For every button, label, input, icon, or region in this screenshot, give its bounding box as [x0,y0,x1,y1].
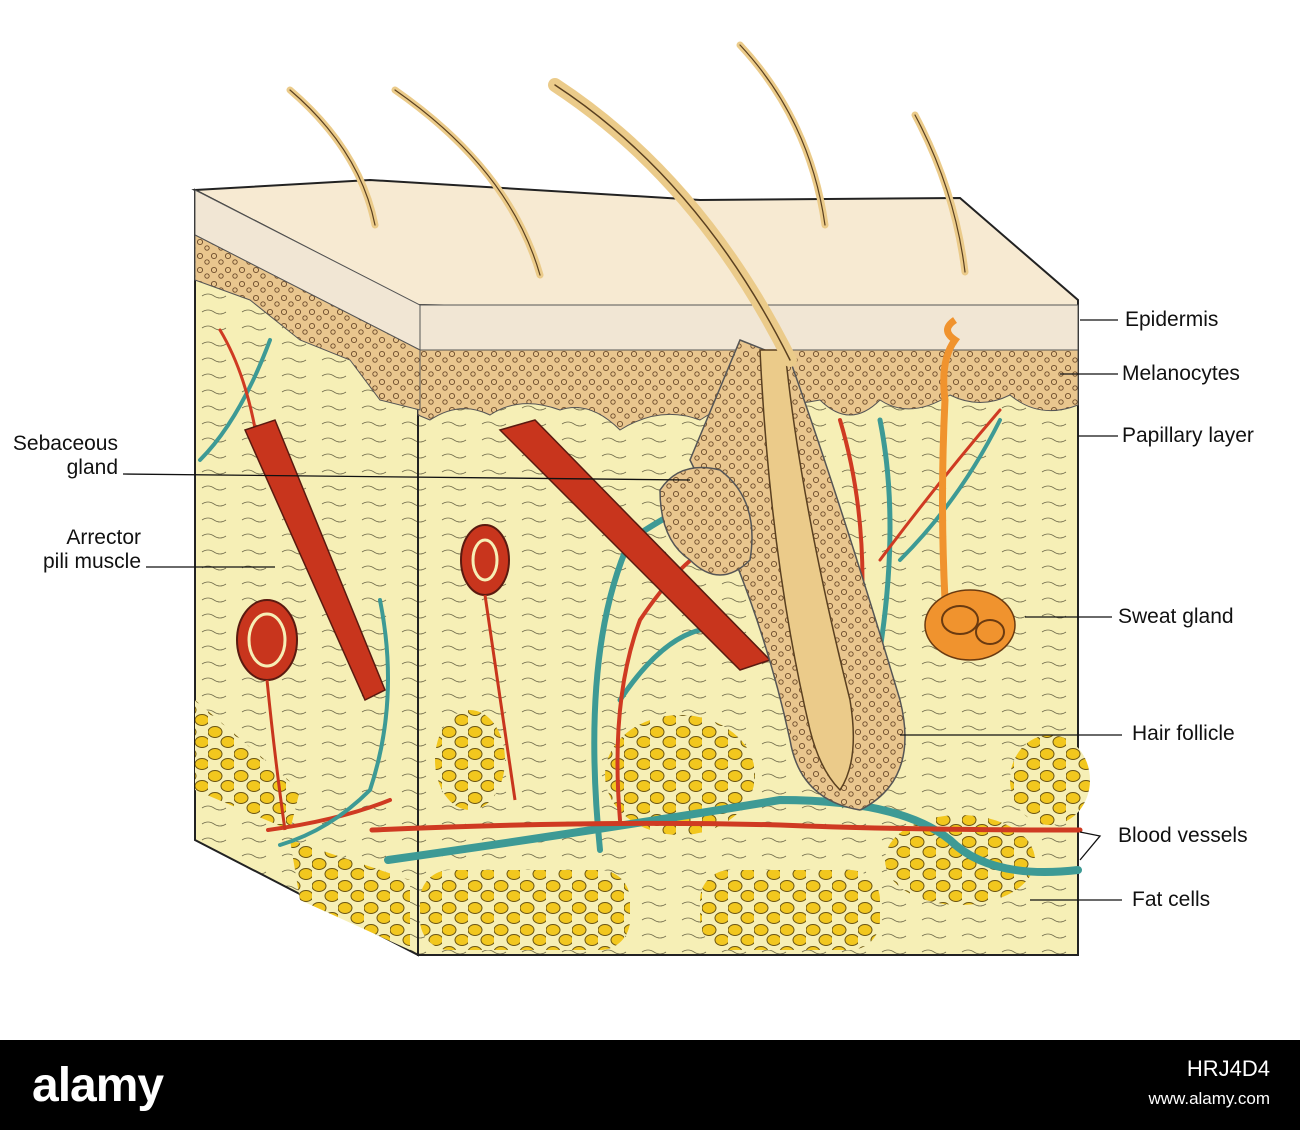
label-melanocytes: Melanocytes [1122,362,1240,385]
label-fat-cells: Fat cells [1132,888,1211,911]
stock-footer-bar: alamy HRJ4D4 www.alamy.com [0,1040,1300,1130]
site-url: www.alamy.com [1148,1089,1270,1108]
label-epidermis: Epidermis [1125,308,1219,331]
image-reference: HRJ4D4 www.alamy.com [1148,1054,1270,1114]
hair-follicle-structure [659,339,906,811]
nerve-corpuscles [236,524,517,831]
artery-main [369,820,1083,833]
label-blood-vessels: Blood vessels [1118,824,1248,847]
label-arrector-pili-muscle: Arrector pili muscle [10,526,141,574]
sebaceous-gland-shape [659,466,753,576]
skin-cross-section-diagram [122,41,1122,957]
hairs [286,41,969,367]
label-sebaceous-gland: Sebaceous gland [10,432,118,480]
arrector-pili-muscles [243,419,772,702]
label-hair-follicle: Hair follicle [1132,722,1235,745]
image-id: HRJ4D4 [1186,1056,1270,1081]
label-papillary-layer: Papillary layer [1122,424,1254,447]
fat-clusters [195,700,1090,950]
left-melanocyte-layer [194,234,421,411]
leader-lines [122,319,1122,901]
label-sebaceous-line-2: gland [66,456,118,479]
label-arrector-line-2: pili muscle [42,550,141,573]
label-sebaceous-line-1: Sebaceous [12,432,118,455]
label-sweat-gland: Sweat gland [1118,605,1234,628]
vein-main [384,795,1082,876]
brand-logo: alamy [32,1059,164,1112]
label-arrector-line-1: Arrector [66,526,141,549]
skin-block [191,178,1090,957]
sweat-gland-structure [924,317,1016,661]
